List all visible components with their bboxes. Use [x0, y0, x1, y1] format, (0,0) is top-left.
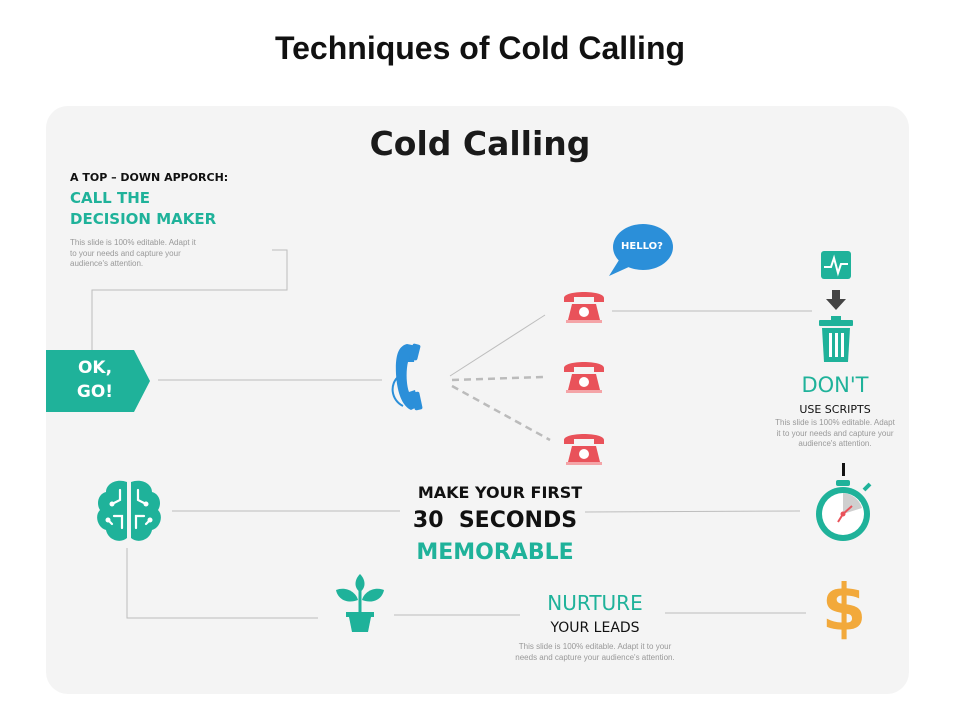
top-down-desc-line3: audience's attention.	[70, 259, 144, 268]
brain-icon	[97, 480, 161, 541]
connector-phone-bottom	[451, 384, 551, 442]
scripts-desc-line1: This slide is 100% editable. Adapt	[775, 418, 895, 427]
connector-phone-middle	[451, 375, 544, 382]
connector-phone-top	[449, 314, 546, 377]
stopwatch-icon	[816, 463, 872, 541]
red-telephone-icon	[564, 434, 604, 465]
scripts-desc-line2: it to your needs and capture your	[776, 428, 894, 438]
diagram-subtitle: Cold Calling	[369, 124, 591, 163]
nurture-heading: NURTURE	[547, 591, 643, 615]
nurture-desc-line2: needs and capture your audience's attent…	[515, 652, 675, 662]
nurture-description: This slide is 100% editable. Adapt it to…	[495, 642, 695, 663]
ok-go-text: OK, GO!	[60, 356, 130, 404]
top-down-description: This slide is 100% editable. Adapt it to…	[70, 238, 240, 270]
top-down-heading-line1: CALL THE	[70, 189, 150, 207]
ok-go-line1: OK,	[77, 358, 113, 378]
nurture-subheading: YOUR LEADS	[550, 620, 640, 636]
ok-go-badge	[46, 350, 150, 412]
plant-icon	[336, 574, 384, 632]
red-telephone-icon	[564, 362, 604, 393]
nurture-desc-line1: This slide is 100% editable. Adapt it to…	[518, 642, 672, 651]
scripts-heading: DON'T	[801, 373, 869, 397]
phone-handset-icon	[391, 343, 423, 411]
chat-bubble-icon	[609, 224, 673, 276]
scripts-desc-line3: audience's attention.	[798, 439, 872, 448]
top-down-desc-line1: This slide is 100% editable. Adapt it	[70, 238, 196, 247]
scripts-subheading: USE SCRIPTS	[799, 403, 871, 416]
top-down-heading: CALL THE DECISION MAKER	[70, 188, 216, 230]
memorable-line3: MEMORABLE	[416, 540, 574, 565]
memorable-line1: MAKE YOUR FIRST	[417, 483, 583, 502]
hello-bubble-text: HELLO?	[621, 241, 663, 252]
connector-brain-plant	[126, 548, 318, 619]
connector-brain-right	[584, 510, 801, 513]
red-telephone-icon	[564, 292, 604, 323]
top-down-desc-line2: to your needs and capture your	[70, 248, 181, 258]
connector-top-left	[91, 249, 288, 350]
top-down-heading-line2: DECISION MAKER	[70, 210, 217, 228]
slide-title: Techniques of Cold Calling	[274, 30, 686, 66]
memorable-line2: 30 SECONDS	[412, 508, 578, 533]
top-down-label: A TOP – DOWN APPORCH:	[70, 171, 229, 184]
scripts-description: This slide is 100% editable. Adapt it to…	[760, 418, 910, 450]
pulse-monitor-icon	[821, 251, 851, 279]
ok-go-line2: GO!	[76, 382, 114, 402]
down-arrow-icon	[826, 290, 846, 310]
trash-bin-icon	[819, 316, 853, 362]
dollar-icon: $	[821, 572, 867, 646]
